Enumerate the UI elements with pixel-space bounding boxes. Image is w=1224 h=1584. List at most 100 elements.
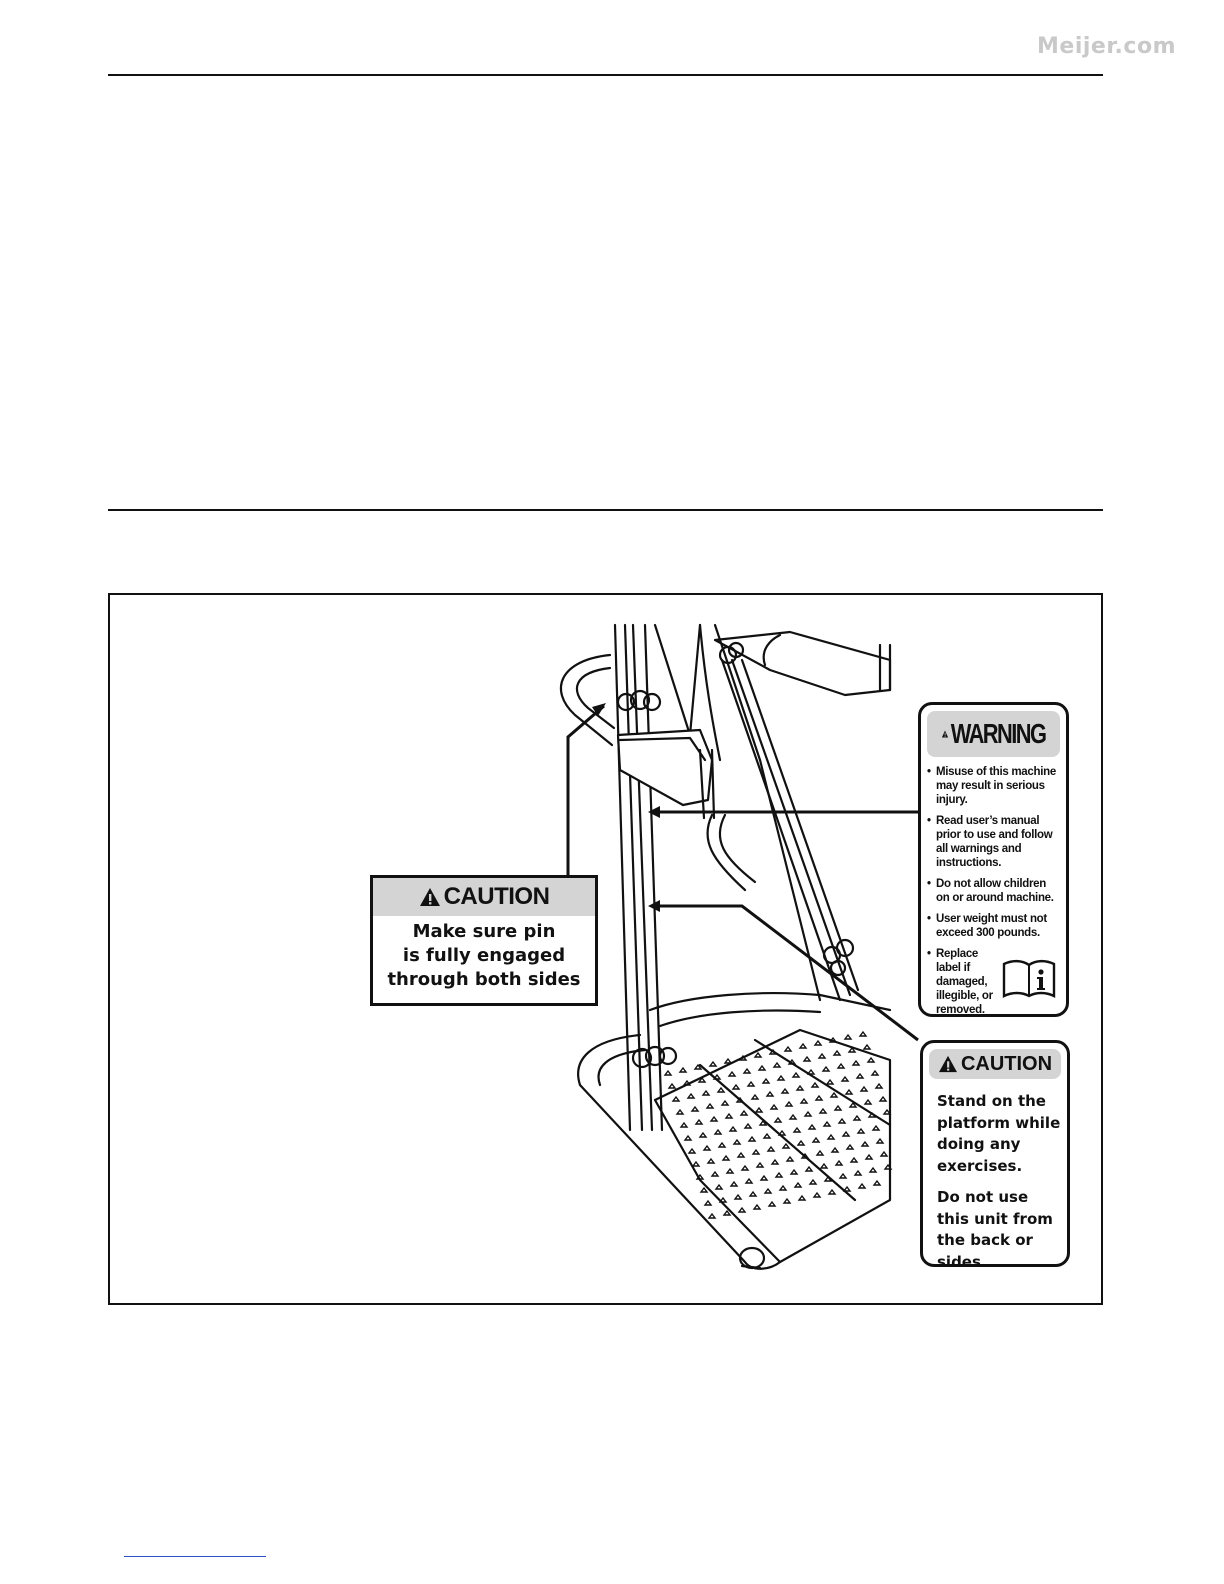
grip-mark xyxy=(826,1133,836,1140)
grip-mark xyxy=(744,1177,754,1184)
warning-triangle-icon xyxy=(938,1055,957,1073)
grip-mark xyxy=(703,1199,713,1206)
grip-mark xyxy=(774,1171,784,1178)
grip-mark xyxy=(767,1200,777,1207)
grip-mark xyxy=(769,1103,779,1110)
grip-mark xyxy=(752,1203,762,1210)
grip-mark xyxy=(718,1196,728,1203)
grip-mark xyxy=(803,1110,813,1117)
grip-mark xyxy=(819,1162,829,1169)
grip-mark xyxy=(732,1138,742,1145)
grip-mark xyxy=(751,1148,761,1155)
grip-mark xyxy=(736,1151,746,1158)
grip-mark xyxy=(856,1127,866,1134)
grip-mark xyxy=(810,1081,820,1088)
caution-platform-label: CAUTION Stand on the platform while doin… xyxy=(920,1040,1070,1267)
grip-mark xyxy=(798,1042,808,1049)
grip-mark xyxy=(720,1099,730,1106)
grip-mark xyxy=(773,1116,783,1123)
grip-mark xyxy=(814,1094,824,1101)
grip-mark xyxy=(714,1183,724,1190)
grip-mark xyxy=(851,1059,861,1066)
grip-mark xyxy=(879,1150,889,1157)
grip-mark xyxy=(866,1056,876,1063)
grip-mark xyxy=(728,1125,738,1132)
grip-mark xyxy=(784,1100,794,1107)
grip-mark xyxy=(845,1143,855,1150)
grip-mark xyxy=(828,1036,838,1043)
grip-mark xyxy=(762,1132,772,1139)
caution-platform-title: CAUTION xyxy=(960,1052,1053,1075)
grip-mark xyxy=(781,1142,791,1149)
grip-mark xyxy=(750,1093,760,1100)
grip-mark xyxy=(724,1112,734,1119)
caution-pin-line: through both sides xyxy=(387,969,581,990)
grip-mark xyxy=(717,1141,727,1148)
grip-mark xyxy=(746,1080,756,1087)
grip-mark xyxy=(840,1075,850,1082)
grip-mark xyxy=(761,1077,771,1084)
grip-mark xyxy=(802,1055,812,1062)
grip-mark xyxy=(757,1064,767,1071)
grip-mark xyxy=(817,1052,827,1059)
grip-mark xyxy=(731,1083,741,1090)
grip-mark xyxy=(780,1087,790,1094)
grip-mark xyxy=(739,1109,749,1116)
grip-mark xyxy=(706,1157,716,1164)
grip-mark xyxy=(722,1209,732,1216)
grip-mark xyxy=(747,1135,757,1142)
grip-mark xyxy=(799,1097,809,1104)
grip-mark xyxy=(822,1120,832,1127)
grip-mark xyxy=(807,1123,817,1130)
caution-platform-paragraph: Stand on the platform while doing any ex… xyxy=(937,1092,1061,1175)
grip-mark xyxy=(705,1102,715,1109)
grip-mark xyxy=(871,1124,881,1131)
warning-triangle-icon xyxy=(941,730,949,738)
grip-mark xyxy=(883,1163,893,1170)
warning-list: Misuse of this machine may result in ser… xyxy=(927,765,1060,1014)
grip-mark xyxy=(808,1178,818,1185)
grip-mark xyxy=(857,1182,867,1189)
grip-mark xyxy=(738,1054,748,1061)
grip-mark xyxy=(842,1185,852,1192)
grip-mark xyxy=(878,1095,888,1102)
grip-mark xyxy=(867,1111,877,1118)
grip-mark xyxy=(827,1188,837,1195)
grip-mark xyxy=(882,1108,892,1115)
grip-mark xyxy=(832,1049,842,1056)
grip-mark xyxy=(716,1086,726,1093)
grip-mark xyxy=(742,1067,752,1074)
grip-mark xyxy=(776,1074,786,1081)
footer-link-underline xyxy=(124,1556,266,1557)
grip-mark xyxy=(710,1170,720,1177)
grip-mark xyxy=(727,1070,737,1077)
caution-platform-paragraph: Do not use this unit from the back or si… xyxy=(937,1188,1053,1267)
warning-header: WARNING xyxy=(941,711,1047,757)
warning-item: Read user’s manual prior to use and foll… xyxy=(927,814,1060,870)
grip-mark xyxy=(698,1131,708,1138)
grip-mark xyxy=(858,1030,868,1037)
grip-mark xyxy=(675,1108,685,1115)
grip-mark xyxy=(868,1166,878,1173)
grip-mark xyxy=(792,1126,802,1133)
grip-mark xyxy=(723,1057,733,1064)
grip-mark xyxy=(679,1121,689,1128)
grip-mark xyxy=(748,1190,758,1197)
grip-mark xyxy=(772,1061,782,1068)
grip-mark xyxy=(783,1045,793,1052)
grip-mark xyxy=(812,1191,822,1198)
watermark: Meijer.com xyxy=(1037,34,1176,59)
grip-mark xyxy=(712,1073,722,1080)
grip-mark xyxy=(829,1091,839,1098)
grip-mark xyxy=(864,1153,874,1160)
grip-mark xyxy=(702,1144,712,1151)
grip-mark xyxy=(708,1060,718,1067)
manual-info-icon xyxy=(1002,959,1056,998)
grip-mark xyxy=(671,1095,681,1102)
grip-mark xyxy=(678,1066,688,1073)
grip-mark xyxy=(694,1118,704,1125)
grip-mark xyxy=(759,1174,769,1181)
warning-item: Replace label if damaged, illegible, or … xyxy=(927,947,1060,1014)
grip-mark xyxy=(699,1186,709,1193)
grip-mark xyxy=(811,1136,821,1143)
